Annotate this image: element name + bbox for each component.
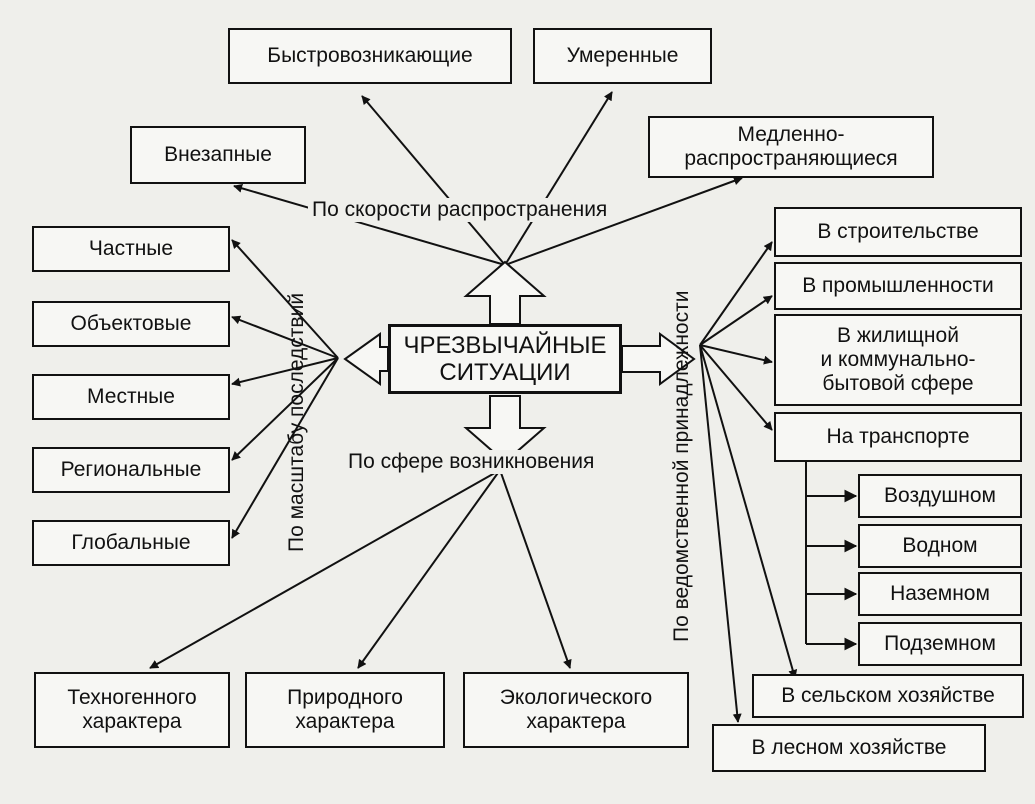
block-arrow-right [621,332,696,386]
speed-category-label: По скорости распространения [308,198,612,222]
block-arrow-down [463,395,547,464]
air-text: Воздушном [884,484,996,507]
agriculture-text: В сельском хозяйстве [781,684,995,707]
arrow-to-transport [699,344,773,431]
moderate-text: Умеренные [566,44,679,67]
arrow-to-fast [361,95,506,266]
air-box: Воздушном [858,474,1022,518]
agriculture-box: В сельском хозяйстве [752,674,1024,718]
block-arrow-left [343,332,389,386]
tech-text-2: характера [82,710,182,733]
natural-text-1: Природного [287,686,403,709]
slow-text-1: Медленно- [737,123,845,146]
arrow-to-object [231,315,339,359]
sudden-box: Внезапные [130,126,306,184]
transport-text: На транспорте [826,425,970,448]
arrow-to-local [231,357,339,387]
water-text: Водном [902,534,978,557]
regional-text: Региональные [60,458,202,481]
eco-text-1: Экологического [499,686,653,709]
origin-category-label: По сфере возникновения [344,450,599,474]
private-box: Частные [32,226,230,272]
arrow-to-sudden [233,183,506,266]
sudden-text: Внезапные [164,143,272,166]
moderate-box: Умеренные [533,28,712,84]
arrow-to-regional [231,357,339,461]
industry-text: В промышленности [802,274,994,297]
departmental-category-label: По ведомственной принадлежности [670,290,693,642]
local-box: Местные [32,374,230,420]
underground-text: Подземном [884,632,996,655]
arrow-to-tech [149,469,501,669]
scale-category-label: По масштабу последствий [285,292,308,552]
arrow-to-natural [357,469,501,669]
arrow-to-forestry [699,344,742,723]
housing-text-1: В жилищной [837,324,959,347]
natural-text-2: характера [295,710,395,733]
private-text: Частные [88,237,174,260]
eco-text-2: характера [526,710,626,733]
eco-box: Экологического характера [463,672,689,748]
arrow-to-construction [699,241,773,346]
arrow-to-slow [504,176,743,266]
slow-text-2: распространяющиеся [684,147,898,170]
arrow-to-agriculture [699,344,798,679]
center-line-2: СИТУАЦИИ [439,359,571,386]
slow-box: Медленно- распространяющиеся [648,116,934,178]
transport-box: На транспорте [774,412,1022,462]
construction-box: В строительстве [774,207,1022,257]
construction-text: В строительстве [817,220,979,243]
forestry-text: В лесном хозяйстве [751,736,947,759]
housing-box: В жилищной и коммунально- бытовой сфере [774,314,1022,406]
natural-box: Природного характера [245,672,445,748]
block-arrow-up [463,260,547,325]
arrow-to-global [231,357,339,539]
object-text: Объектовые [70,312,192,335]
fast-box: Быстровозникающие [228,28,512,84]
housing-text-3: бытовой сфере [822,372,974,395]
arrow-to-eco [499,469,572,669]
ground-box: Наземном [858,572,1022,616]
housing-text-2: и коммунально- [820,348,976,371]
arrow-to-moderate [504,91,613,266]
global-box: Глобальные [32,520,230,566]
object-box: Объектовые [32,301,230,347]
tech-box: Техногенного характера [34,672,230,748]
regional-box: Региональные [32,447,230,493]
center-line-1: ЧРЕЗВЫЧАЙНЫЕ [403,332,607,359]
underground-box: Подземном [858,622,1022,666]
fast-text: Быстровозникающие [267,44,473,67]
emergency-situations-box: ЧРЕЗВЫЧАЙНЫЕ СИТУАЦИИ [388,324,622,394]
ground-text: Наземном [890,582,990,605]
arrow-to-housing [699,344,773,365]
arrow-to-private [231,239,339,359]
forestry-box: В лесном хозяйстве [712,724,986,772]
industry-box: В промышленности [774,262,1022,310]
tech-text-1: Техногенного [67,686,197,709]
global-text: Глобальные [71,531,191,554]
arrow-to-industry [699,295,773,346]
local-text: Местные [87,385,175,408]
water-box: Водном [858,524,1022,568]
